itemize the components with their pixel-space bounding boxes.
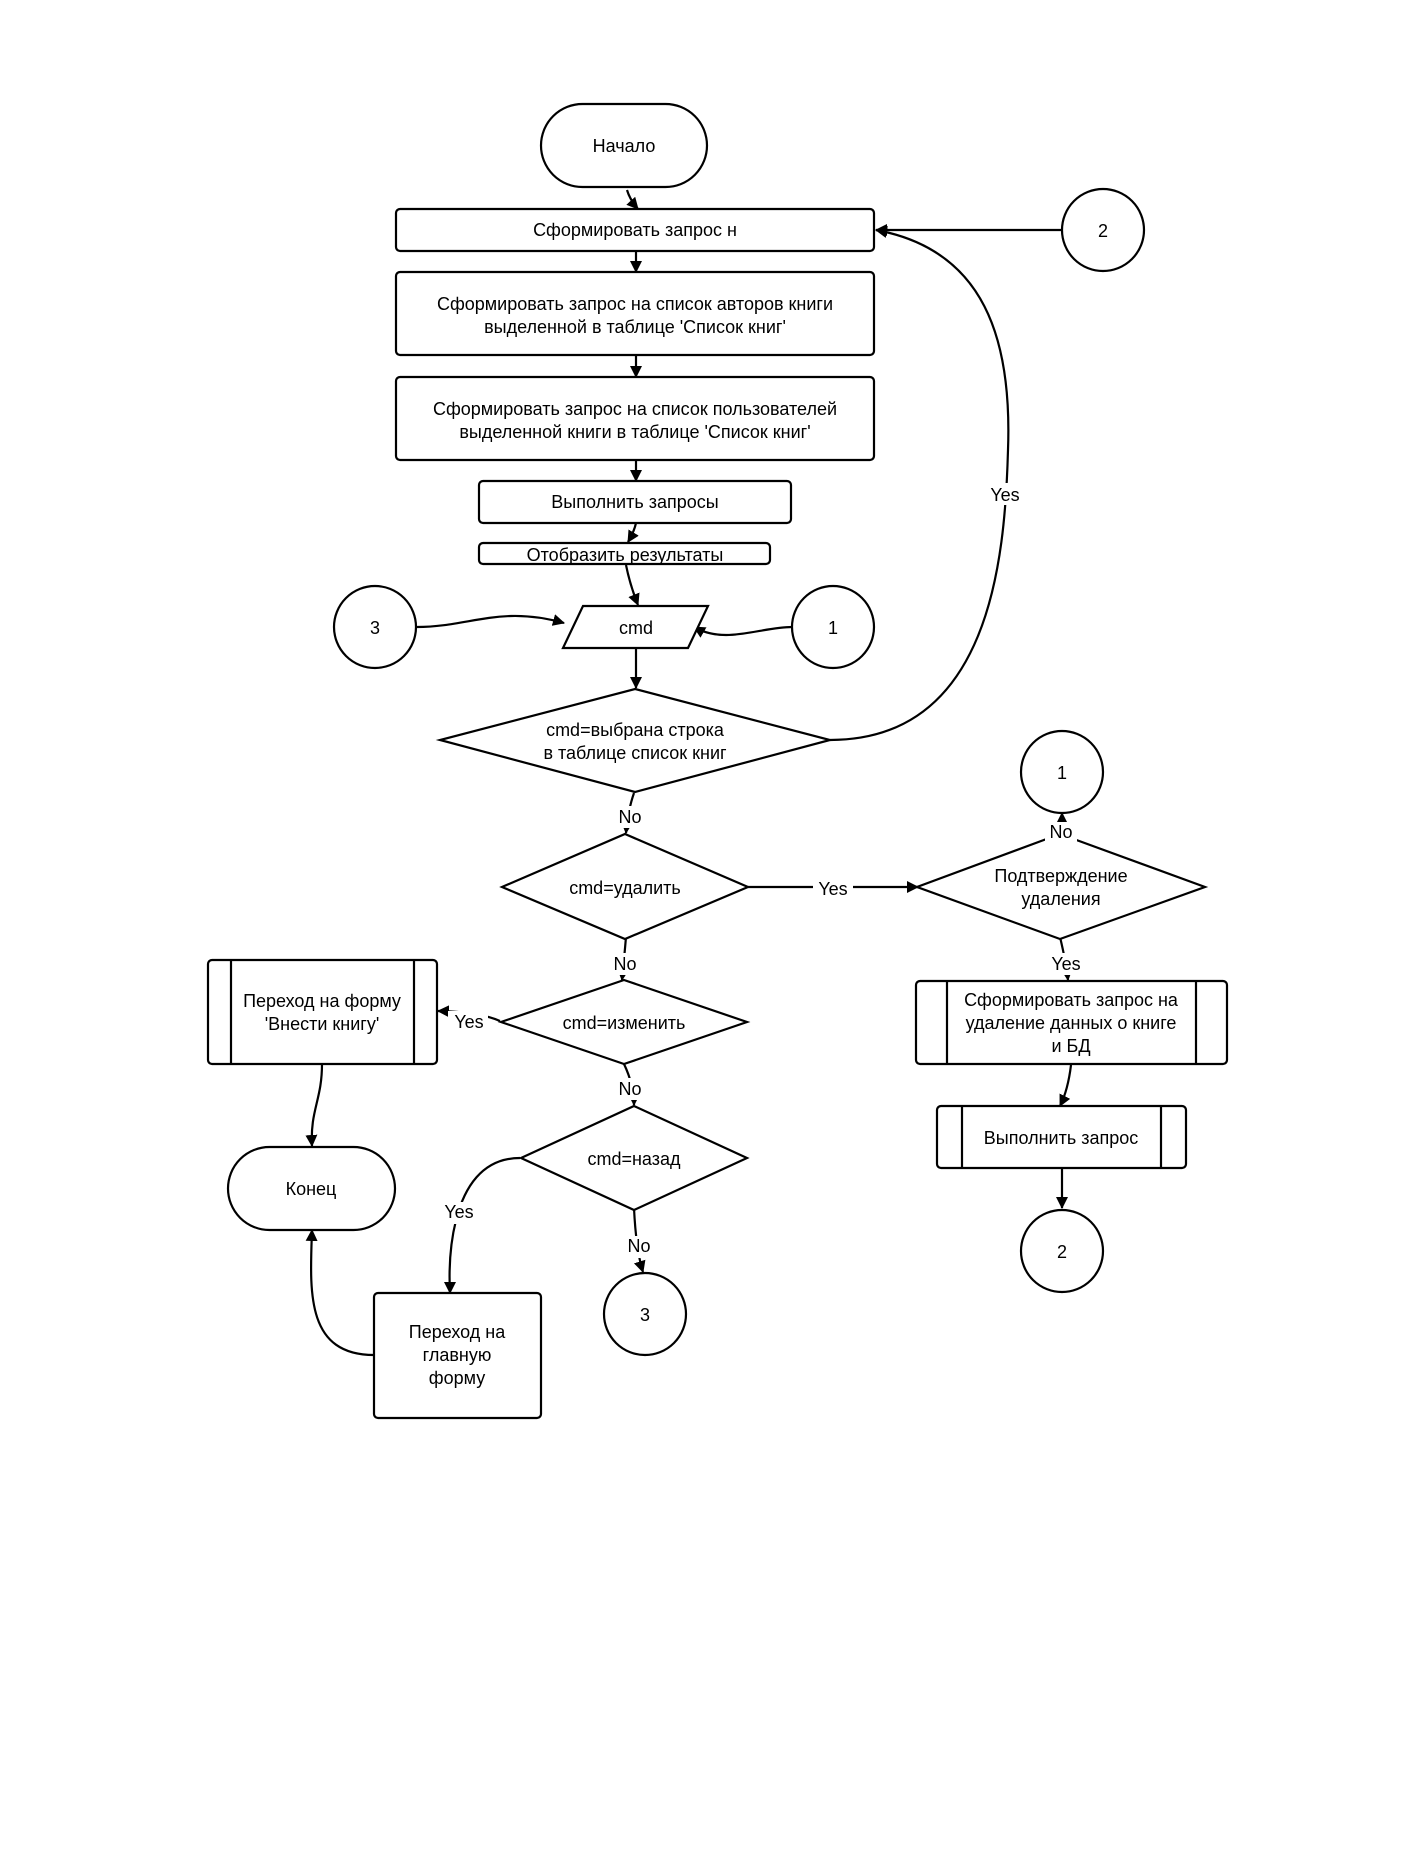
process-req-authors: Сформировать запрос на список авторов кн… [394, 270, 876, 357]
edge-start-to-req1 [625, 189, 639, 210]
edge-back-yes-to-goto-main [443, 1156, 521, 1294]
goto-main-line3: форму [429, 1368, 485, 1388]
connector-2-top-label: 2 [1098, 221, 1108, 241]
exec-label: Выполнить запросы [551, 492, 718, 512]
label-delete-yes: Yes [818, 879, 847, 899]
delreq-line1: Сформировать запрос на [964, 990, 1179, 1010]
edge-goto-add-to-end [305, 1063, 324, 1147]
dec-delete-label: cmd=удалить [569, 878, 681, 898]
dec-edit-label: cmd=изменить [563, 1013, 686, 1033]
end-terminator: Конец [226, 1145, 397, 1232]
req-authors-line1: Сформировать запрос на список авторов кн… [437, 294, 833, 314]
label-delete-no: No [613, 954, 636, 974]
label-edit-no: No [618, 1079, 641, 1099]
decision-confirm-delete: Подтверждение удаления [913, 832, 1209, 941]
connector-2-bottom: 2 [1019, 1208, 1105, 1294]
label-confirm-no: No [1049, 822, 1072, 842]
show-label: Отобразить результаты [527, 545, 724, 565]
cmd-label: cmd [619, 618, 653, 638]
process-req-users: Сформировать запрос на список пользовате… [394, 375, 876, 462]
connector-1-top-right-label: 1 [1057, 763, 1067, 783]
req-users-line2: выделенной книги в таблице 'Список книг' [459, 422, 810, 442]
connector-3-left-label: 3 [370, 618, 380, 638]
dec-selected-line2: в таблице список книг [543, 743, 727, 763]
process-req1: Сформировать запрос н [394, 207, 876, 253]
label-back-yes: Yes [444, 1202, 473, 1222]
connector-2-top: 2 [1060, 187, 1146, 273]
dec-back-label: cmd=назад [587, 1149, 681, 1169]
dec-confirm-line2: удаления [1021, 889, 1100, 909]
goto-main-line1: Переход на [409, 1322, 506, 1342]
process-show: Отобразить результаты [477, 541, 772, 566]
edge-labels: Yes No Yes No Yes No Yes No Yes No [439, 483, 1086, 1258]
label-confirm-yes: Yes [1051, 954, 1080, 974]
goto-main-line2: главную [423, 1345, 492, 1365]
dec-confirm-line1: Подтверждение [994, 866, 1127, 886]
connector-3-left: 3 [332, 584, 418, 670]
req1-label: Сформировать запрос н [533, 220, 737, 240]
edge-goto-main-to-end [305, 1229, 375, 1357]
edge-exec-to-show [627, 522, 639, 543]
subprocess-delete-request: Сформировать запрос на удаление данных о… [914, 979, 1229, 1066]
delreq-line3: и БД [1051, 1036, 1090, 1056]
edge-show-to-cmd [624, 564, 640, 606]
io-cmd: cmd [561, 604, 710, 650]
process-exec: Выполнить запросы [477, 479, 793, 525]
req-authors-line2: выделенной в таблице 'Список книг' [484, 317, 786, 337]
subprocess-goto-add-book: Переход на форму 'Внести книгу' [206, 958, 439, 1066]
start-terminator: Начало [539, 102, 709, 189]
edge-conn3-to-cmd [416, 614, 565, 629]
end-label: Конец [286, 1179, 337, 1199]
label-selected-yes: Yes [990, 485, 1019, 505]
connector-1-right-label: 1 [828, 618, 838, 638]
connector-3-bottom: 3 [602, 1271, 688, 1357]
subprocess-execute-request: Выполнить запрос [935, 1104, 1188, 1170]
decision-delete: cmd=удалить [499, 832, 751, 941]
connector-1-top-right: 1 [1019, 729, 1105, 815]
dec-selected-line1: cmd=выбрана строка [546, 720, 725, 740]
goto-add-line1: Переход на форму [243, 991, 401, 1011]
delreq-line2: удаление данных о книге [966, 1013, 1177, 1033]
label-selected-no: No [618, 807, 641, 827]
edge-selected-yes-to-req1 [829, 226, 1010, 742]
start-label: Начало [593, 136, 656, 156]
decision-back: cmd=назад [518, 1104, 750, 1212]
req-users-line1: Сформировать запрос на список пользовате… [433, 399, 837, 419]
exec-one-label: Выполнить запрос [984, 1128, 1138, 1148]
connector-2-bottom-label: 2 [1057, 1242, 1067, 1262]
goto-add-line2: 'Внести книгу' [265, 1014, 380, 1034]
label-back-no: No [627, 1236, 650, 1256]
edge-delreq-to-exec-one [1059, 1064, 1073, 1107]
connector-1-right: 1 [790, 584, 876, 670]
connector-3-bottom-label: 3 [640, 1305, 650, 1325]
process-goto-main: Переход на главную форму [372, 1291, 543, 1420]
decision-edit: cmd=изменить [497, 978, 751, 1066]
decision-selected-row: cmd=выбрана строка в таблице список книг [435, 687, 835, 794]
edge-conn1-to-cmd [693, 625, 793, 638]
label-edit-yes: Yes [454, 1012, 483, 1032]
